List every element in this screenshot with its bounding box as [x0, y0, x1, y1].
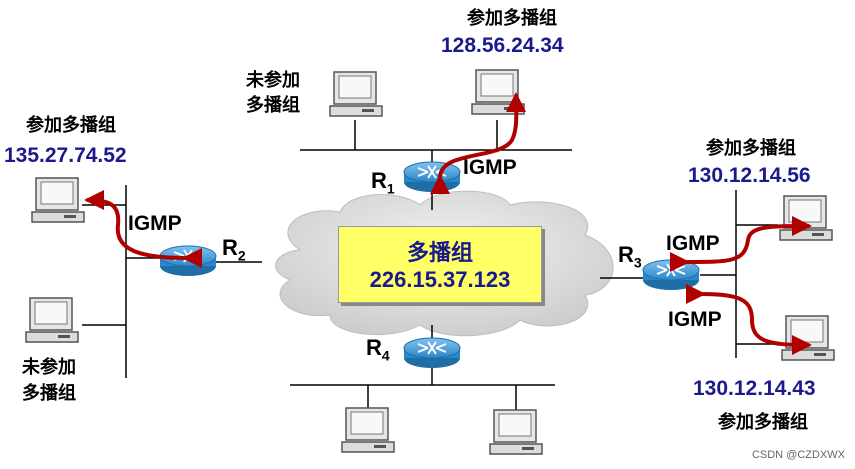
computer-right-top-joined	[779, 195, 833, 241]
igmp-label-r3-bottom: IGMP	[668, 308, 722, 331]
computer-top-not-joined	[329, 71, 383, 117]
left-not-joined-line2: 多播组	[22, 383, 76, 404]
igmp-label-r3-top: IGMP	[666, 232, 720, 255]
top-not-joined-line1: 未参加	[246, 70, 300, 91]
igmp-arrow-r2	[84, 190, 203, 269]
multicast-group-ip: 226.15.37.123	[369, 267, 511, 292]
computer-left-joined	[31, 177, 85, 223]
router-r1-label: R1	[371, 168, 395, 197]
igmp-arrow-r1	[429, 92, 527, 195]
top-host-ip: 128.56.24.34	[441, 34, 564, 57]
router-r2-icon	[159, 245, 217, 277]
watermark: CSDN @CZDXWX	[751, 449, 845, 461]
router-r1-icon	[403, 161, 461, 193]
router-r2-label: R2	[222, 235, 246, 264]
right-bottom-join-label: 参加多播组	[718, 412, 808, 433]
multicast-group-box: 多播组 226.15.37.123	[338, 226, 542, 303]
left-not-joined-line1: 未参加	[22, 357, 76, 378]
multicast-group-title: 多播组	[406, 241, 473, 266]
left-join-label: 参加多播组	[26, 115, 116, 136]
computer-left-not-joined	[25, 297, 79, 343]
left-host-ip: 135.27.74.52	[4, 144, 127, 167]
igmp-arrow-r3-bottom	[685, 283, 812, 355]
top-not-joined-line2: 多播组	[246, 95, 300, 116]
computer-bottom-right	[489, 409, 543, 455]
right-top-join-label: 参加多播组	[706, 138, 796, 159]
computer-right-bottom-joined	[781, 315, 835, 361]
router-r3-icon	[642, 259, 700, 291]
right-top-host-ip: 130.12.14.56	[688, 164, 811, 187]
right-bottom-host-ip: 130.12.14.43	[693, 377, 816, 400]
igmp-arrow-r3-top	[669, 216, 812, 273]
router-r4-label: R4	[366, 335, 390, 364]
computer-bottom-left	[341, 407, 395, 453]
top-join-label: 参加多播组	[467, 8, 557, 29]
igmp-label-r1: IGMP	[463, 156, 517, 179]
igmp-label-r2: IGMP	[128, 212, 182, 235]
router-r4-icon	[403, 337, 461, 369]
router-r3-label: R3	[618, 242, 642, 271]
